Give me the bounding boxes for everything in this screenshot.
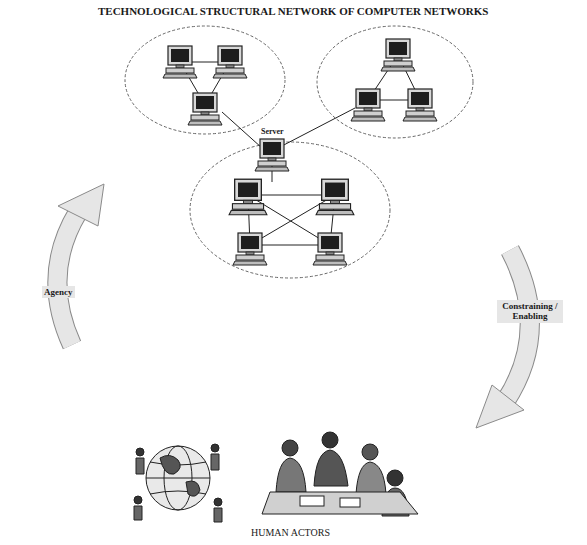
group-label: HUMAN ACTORS (251, 527, 330, 539)
globe-people (134, 444, 222, 522)
arrow-label: Agency (42, 286, 75, 298)
computer-icon (163, 39, 437, 265)
network-cluster (125, 26, 473, 278)
server-label: Server (259, 126, 286, 137)
arrow-label: Constraining / Enabling (497, 300, 563, 323)
network-wire (180, 55, 420, 245)
agency-arrow (57, 184, 104, 345)
people-group (262, 432, 418, 516)
constraining-arrow (476, 250, 530, 428)
diagram-title: TECHNOLOGICAL STRUCTURAL NETWORK OF COMP… (98, 5, 488, 18)
